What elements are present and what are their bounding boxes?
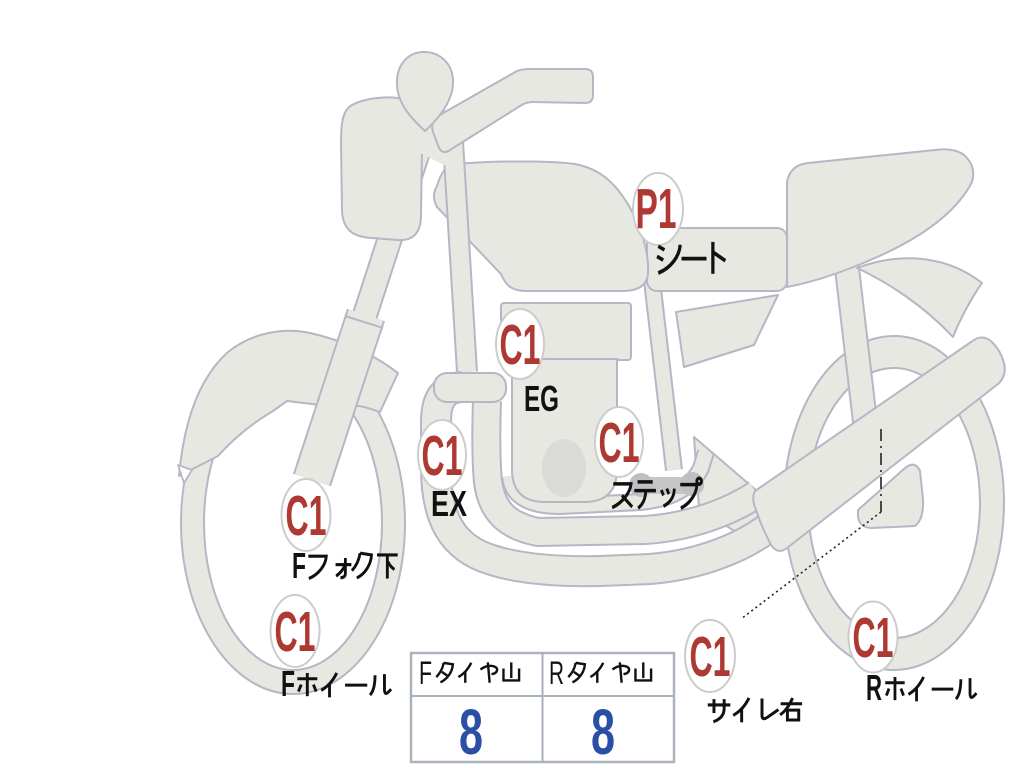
svg-text:C1: C1 — [853, 606, 894, 670]
svg-text:P1: P1 — [636, 177, 677, 241]
svg-text:C1: C1 — [275, 600, 316, 664]
svg-text:F: F — [419, 655, 432, 691]
svg-text:R: R — [866, 667, 882, 708]
svg-text:R: R — [549, 655, 564, 691]
svg-text:C1: C1 — [690, 625, 731, 689]
svg-text:8: 8 — [459, 696, 483, 768]
svg-text:8: 8 — [591, 696, 615, 768]
svg-text:C1: C1 — [599, 411, 640, 475]
svg-text:F: F — [281, 663, 295, 704]
svg-text:C1: C1 — [422, 424, 463, 488]
svg-text:C1: C1 — [286, 484, 327, 548]
svg-text:EG: EG — [524, 378, 559, 419]
svg-text:EX: EX — [431, 483, 467, 524]
svg-text:C1: C1 — [500, 313, 541, 377]
svg-text:F: F — [292, 545, 306, 586]
